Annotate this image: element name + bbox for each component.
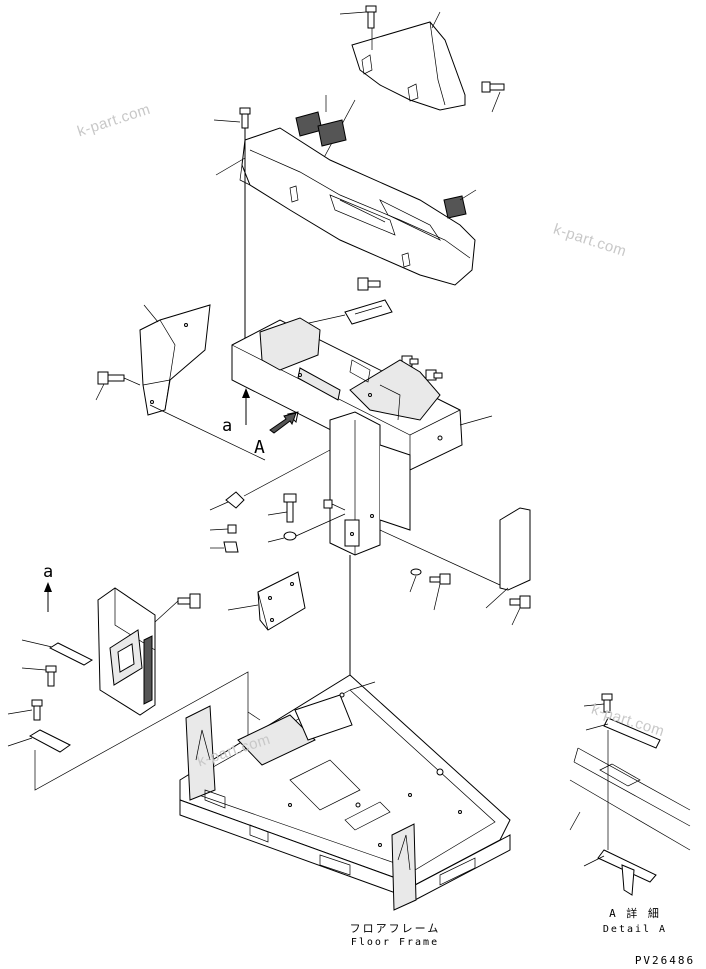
column (329, 411, 411, 556)
floor-frame-caption-en: Floor Frame (350, 937, 440, 948)
view-label-a-left: a (43, 562, 54, 582)
console-base (231, 317, 463, 471)
top-bolt (339, 5, 377, 50)
elbow-fitting (209, 449, 331, 511)
controller-bolt (177, 593, 201, 609)
right-bolt (509, 595, 531, 626)
mount-bracket-lower (7, 729, 71, 753)
detail-a-caption-jp: A 詳 細 (609, 907, 661, 920)
console-cover (239, 127, 476, 286)
view-label-big-a: A (254, 437, 265, 458)
controller-unit (97, 587, 156, 716)
hex-nut (210, 541, 239, 553)
cover-plate (344, 299, 393, 325)
mount-bracket-upper (21, 639, 94, 666)
bracket-plate (257, 571, 306, 631)
view-arrow-a-top (242, 388, 250, 425)
hex-bolt-pair (401, 355, 443, 381)
small-clip (323, 499, 346, 511)
nut-small (209, 524, 237, 534)
side-bolt (481, 81, 505, 113)
small-switch (443, 189, 477, 219)
floor-frame-caption-jp: フロアフレーム (349, 922, 441, 935)
washer-bolt-pair (409, 568, 451, 611)
mid-bolt (357, 277, 381, 291)
view-arrow-a-left (44, 582, 52, 612)
top-cover (351, 21, 466, 111)
mount-bolt-lower (7, 699, 43, 721)
column-washer (267, 513, 346, 543)
column-bolt (267, 493, 297, 523)
drawing-number: PV26486 (634, 954, 696, 967)
right-plate (499, 507, 531, 591)
view-label-a-top: a (222, 416, 233, 436)
side-panel (139, 304, 211, 416)
detail-a-view (569, 693, 691, 896)
floor-frame (179, 674, 511, 911)
mount-bolt (21, 665, 57, 687)
side-bolt-left (95, 371, 141, 401)
view-arrow-big-a (269, 411, 299, 434)
switch-pair (295, 95, 347, 147)
detail-a-caption-en: Detail A (602, 924, 668, 935)
